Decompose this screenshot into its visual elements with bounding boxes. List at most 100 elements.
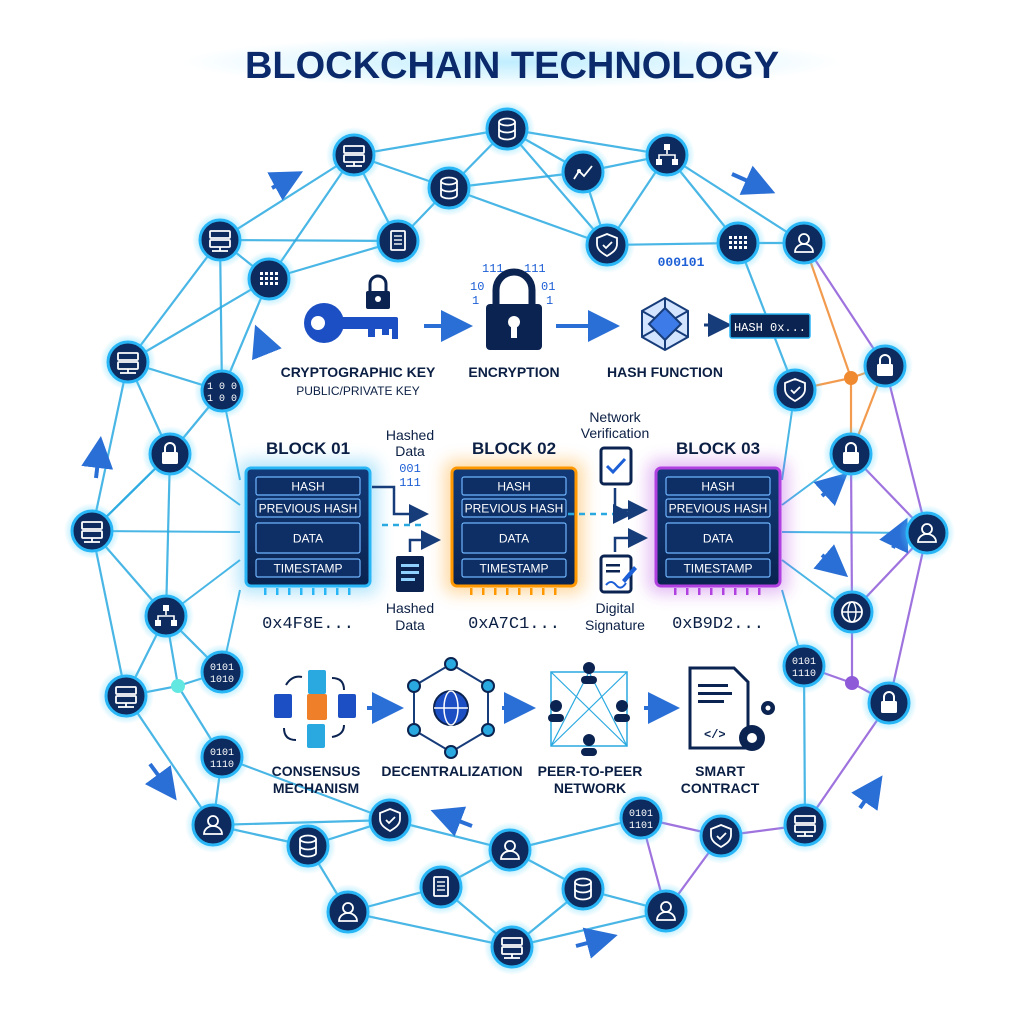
node-bits: 0101	[210, 663, 234, 674]
user-node	[185, 797, 241, 853]
svg-text:</>: </>	[704, 728, 726, 742]
server-node	[777, 797, 833, 853]
grid-node	[241, 251, 297, 307]
doc-icon	[390, 230, 406, 251]
server-node	[64, 503, 120, 559]
padlock-icon	[486, 268, 542, 350]
smart-contract-line2: CONTRACT	[681, 780, 760, 796]
flow-arrow	[81, 436, 114, 479]
hashed-data-bottom-line2: Data	[395, 617, 425, 633]
shield-node	[362, 792, 418, 848]
enc-bits-left-a: 10	[470, 280, 484, 294]
hub-dot	[844, 371, 858, 385]
block-field-label: DATA	[499, 532, 529, 546]
flow-arrow	[144, 762, 177, 801]
block-field-label: PREVIOUS HASH	[669, 502, 768, 516]
block-field	[255, 522, 361, 554]
user-node	[638, 883, 694, 939]
user-icon	[917, 523, 937, 543]
shield-node	[693, 808, 749, 864]
flow-arrow	[813, 544, 849, 578]
user-node	[899, 505, 955, 561]
p2p-line2: NETWORK	[554, 780, 626, 796]
block-field	[665, 522, 771, 554]
hub-dot	[845, 676, 859, 690]
digital-signature: Digital Signature	[585, 554, 645, 633]
globe-network-icon	[407, 657, 495, 759]
hier-node	[639, 127, 695, 183]
node-bits: 1 0 0	[207, 382, 237, 393]
block-field-label: TIMESTAMP	[273, 562, 342, 576]
grid-icon	[729, 236, 747, 249]
contract-document-icon: </>	[688, 666, 750, 750]
user-node	[776, 215, 832, 271]
network-verification-line1: Network	[589, 409, 641, 425]
block-id: 0x4F8E...	[262, 615, 354, 634]
shield-node	[767, 362, 823, 418]
consensus-line2: MECHANISM	[273, 780, 359, 796]
db-icon	[498, 117, 516, 141]
hub-dot	[171, 679, 185, 693]
hashed-data-top-line2: Data	[395, 443, 425, 459]
server-node	[326, 127, 382, 183]
user-icon	[794, 233, 814, 253]
cryptographic-key-group: CRYPTOGRAPHIC KEY PUBLIC/PRIVATE KEY	[281, 274, 436, 398]
shield-icon	[596, 233, 618, 258]
flow-arrow	[252, 324, 282, 361]
key-label: CRYPTOGRAPHIC KEY	[281, 364, 436, 380]
key-sublabel: PUBLIC/PRIVATE KEY	[296, 384, 420, 398]
block-field	[461, 522, 567, 554]
hash-function-label: HASH FUNCTION	[607, 364, 723, 380]
flow-arrow	[851, 775, 883, 811]
enc-bits-top-right: 111	[524, 262, 546, 276]
block-title: BLOCK 02	[472, 439, 556, 458]
server-icon	[343, 145, 365, 167]
lock-node	[823, 426, 879, 482]
gear-icon	[739, 701, 775, 751]
block-field	[665, 498, 771, 518]
lock-icon	[162, 442, 178, 464]
network-link	[883, 365, 929, 534]
block-field-label: HASH	[291, 480, 324, 494]
block-field	[461, 498, 567, 518]
server-icon	[117, 352, 139, 374]
db-node	[280, 818, 336, 874]
signature-document-icon	[599, 554, 637, 594]
small-lock-icon	[366, 274, 390, 309]
p2p-line1: PEER-TO-PEER	[538, 763, 643, 779]
flow-arrow	[430, 806, 473, 837]
grid-node	[710, 215, 766, 271]
peer-network-icon	[548, 662, 630, 756]
node-bits: 0101	[210, 748, 234, 759]
decentralization-group: DECENTRALIZATION	[381, 657, 523, 779]
block-field-label: TIMESTAMP	[683, 562, 752, 576]
server-icon	[115, 686, 137, 708]
block-field-label: DATA	[703, 532, 733, 546]
lock-node	[861, 675, 917, 731]
key-icon	[304, 303, 398, 343]
shield-node	[579, 217, 635, 273]
network-nodes: 1 0 01 0 0010110100101111001011110010111…	[64, 101, 955, 975]
block-field-label: PREVIOUS HASH	[259, 502, 358, 516]
p2p-group: PEER-TO-PEER NETWORK	[538, 662, 643, 796]
block-field-label: HASH	[497, 480, 530, 494]
decentralization-label: DECENTRALIZATION	[381, 763, 522, 779]
digital-signature-line1: Digital	[596, 600, 635, 616]
server-icon	[501, 937, 523, 959]
lock-icon	[877, 354, 893, 376]
hashed-data-bottom: Hashed Data	[386, 556, 434, 633]
hier-icon	[656, 144, 678, 165]
network-link	[887, 532, 929, 704]
hash-output-text: HASH 0x...	[734, 321, 806, 335]
block-field	[255, 498, 361, 518]
enc-bits-right-a: 01	[541, 280, 555, 294]
lock-icon	[881, 691, 897, 713]
block-id: 0xB9D2...	[672, 615, 764, 634]
encryption-group: 111 111 10 1 01 1 ENCRYPTION	[468, 262, 559, 380]
block-field	[255, 558, 361, 578]
hashed-bits-1: 001	[399, 462, 421, 476]
hash-function-group: HASH FUNCTION	[607, 296, 723, 380]
server-icon	[794, 815, 816, 837]
